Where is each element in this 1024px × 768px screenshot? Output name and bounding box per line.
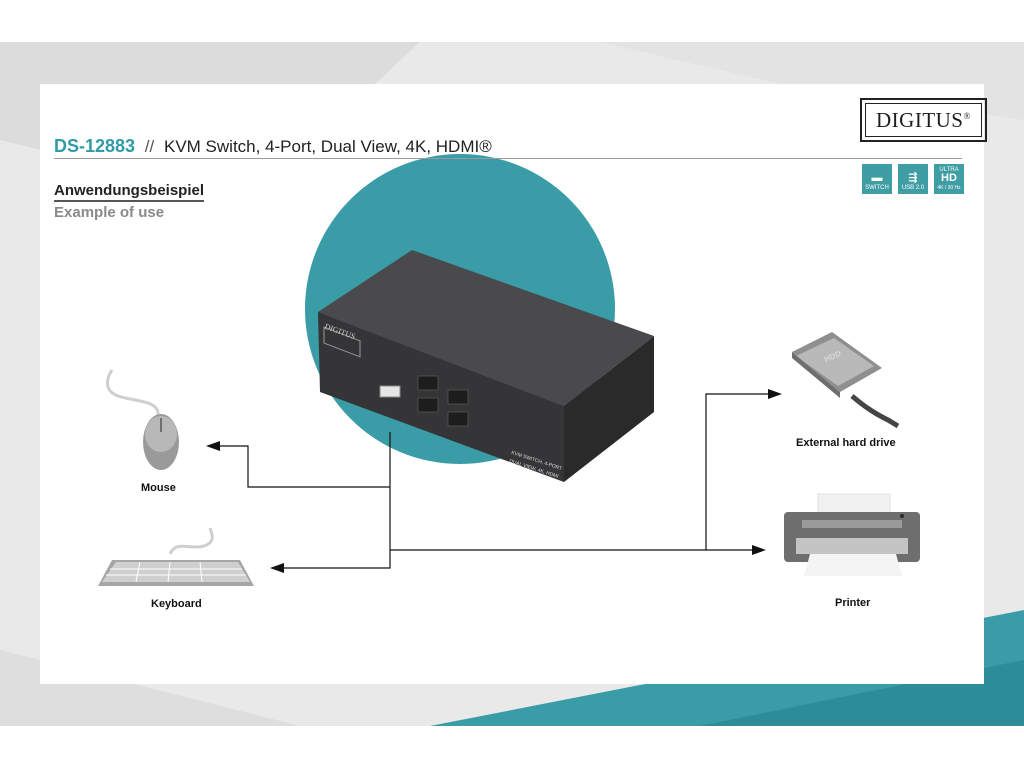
switch-icon: ▬SWITCH [862, 164, 892, 194]
section-heading-en: Example of use [54, 204, 165, 221]
hdd-illustration [792, 332, 900, 429]
title-separator: // [144, 137, 155, 156]
printer-illustration [784, 493, 920, 576]
usb-port-front [379, 385, 401, 398]
usb-icon: ⇶USB 2.0 [898, 164, 928, 194]
kvm-switch-device [318, 250, 654, 482]
mouse-illustration [106, 369, 179, 470]
keyboard-label: Keyboard [151, 598, 202, 610]
keyboard-illustration [98, 527, 254, 586]
section-heading-de: Anwendungsbeispiel [54, 182, 205, 202]
mouse-label: Mouse [141, 482, 176, 494]
header-divider [54, 158, 962, 159]
printer-label: Printer [835, 597, 871, 609]
product-name: KVM Switch, 4-Port, Dual View, 4K, HDMI® [163, 137, 492, 156]
content-card: DIGITUS® DS-12883 // KVM Switch, 4-Port,… [40, 84, 987, 684]
product-title: DS-12883 // KVM Switch, 4-Port, Dual Vie… [54, 136, 492, 157]
hdd-label: External hard drive [796, 437, 896, 449]
use-case-diagram [98, 154, 920, 586]
digitus-logo: DIGITUS® [860, 98, 987, 142]
product-code: DS-12883 [54, 136, 136, 156]
connection-lines [212, 393, 776, 569]
arrowheads [206, 389, 782, 573]
